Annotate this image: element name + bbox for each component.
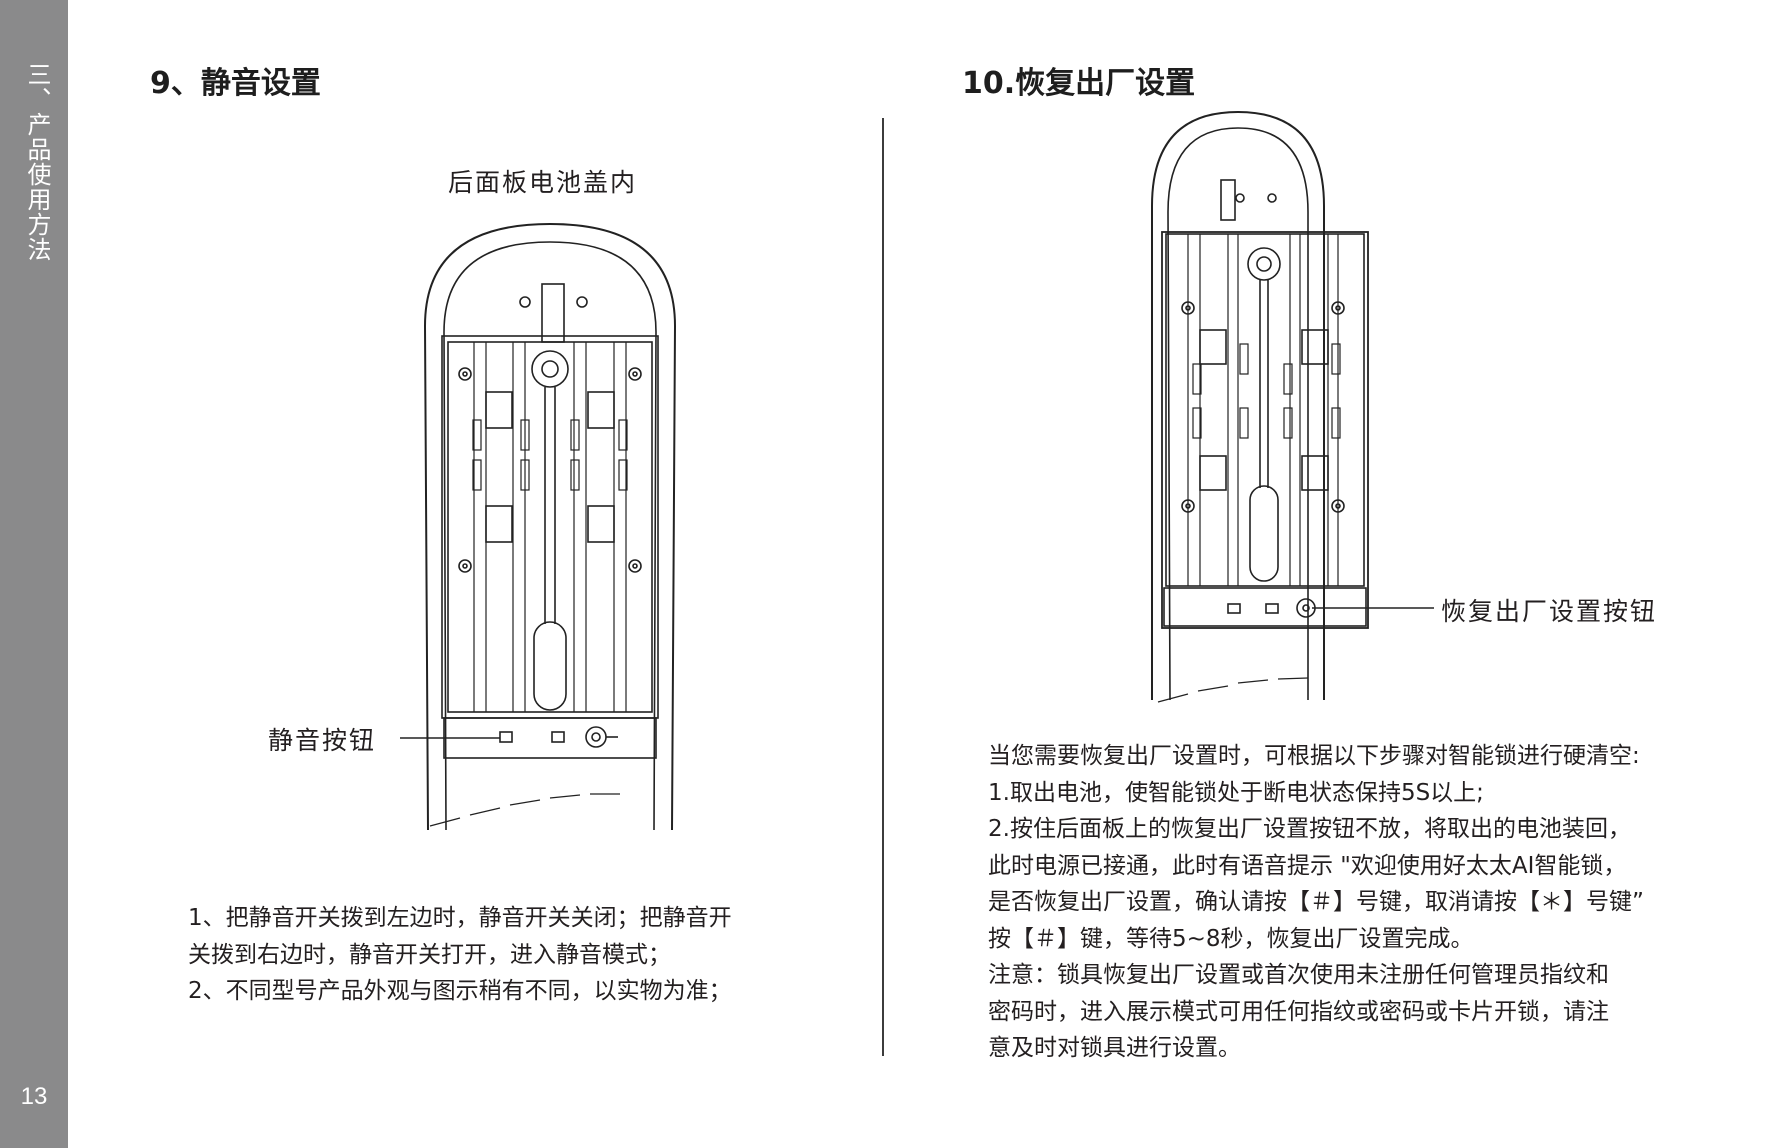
- factory-reset-diagram: [1151, 110, 1434, 703]
- step-line: 是否恢复出厂设置，确认请按【＃】号键，取消请按【＊】号键”: [988, 889, 1644, 915]
- page-number: 13: [20, 1083, 48, 1110]
- step-line: 按【＃】键，等待5~8秒，恢复出厂设置完成。: [988, 925, 1474, 952]
- column-divider: [882, 118, 884, 1056]
- rear-panel-battery-diagram: [400, 222, 677, 831]
- mute-instructions: 1、把静音开关拨到左边时，静音开关关闭；把静音开 关拨到右边时，静音开关打开，进…: [188, 900, 732, 1010]
- factory-reset-instructions: 当您需要恢复出厂设置时，可根据以下步骤对智能锁进行硬清空: 1.取出电池，使智能…: [988, 738, 1644, 1067]
- factory-reset-button-callout: 恢复出厂设置按钮: [1441, 597, 1658, 626]
- factory-reset-heading: 10.恢复出厂设置: [962, 66, 1196, 101]
- section-title: 三、产品使用方法: [23, 62, 51, 262]
- step-line: 2.按住后面板上的恢复出厂设置按钮不放，将取出的电池装回，: [988, 816, 1631, 842]
- sidebar: 三、产品使用方法 13: [0, 0, 68, 1148]
- note-line: 意及时对锁具进行设置。: [988, 1035, 1241, 1061]
- intro-line: 当您需要恢复出厂设置时，可根据以下步骤对智能锁进行硬清空:: [988, 743, 1640, 769]
- note-line: 注意：锁具恢复出厂设置或首次使用未注册任何管理员指纹和: [988, 962, 1609, 988]
- note-line: 密码时，进入展示模式可用任何指纹或密码或卡片开锁，请注: [988, 998, 1609, 1025]
- mute-button-callout: 静音按钮: [268, 726, 377, 755]
- step-line: 1.取出电池，使智能锁处于断电状态保持5S以上;: [988, 779, 1484, 806]
- step-line: 此时电源已接通，此时有语音提示 "欢迎使用好太太AI智能锁，: [988, 852, 1627, 879]
- diagram-caption: 后面板电池盖内: [448, 168, 638, 197]
- instruction-line: 2、不同型号产品外观与图示稍有不同，以实物为准；: [188, 978, 732, 1004]
- instruction-line: 关拨到右边时，静音开关打开，进入静音模式；: [188, 941, 671, 968]
- mute-setting-heading: 9、静音设置: [150, 66, 321, 101]
- instruction-line: 1、把静音开关拨到左边时，静音开关关闭；把静音开: [188, 905, 732, 931]
